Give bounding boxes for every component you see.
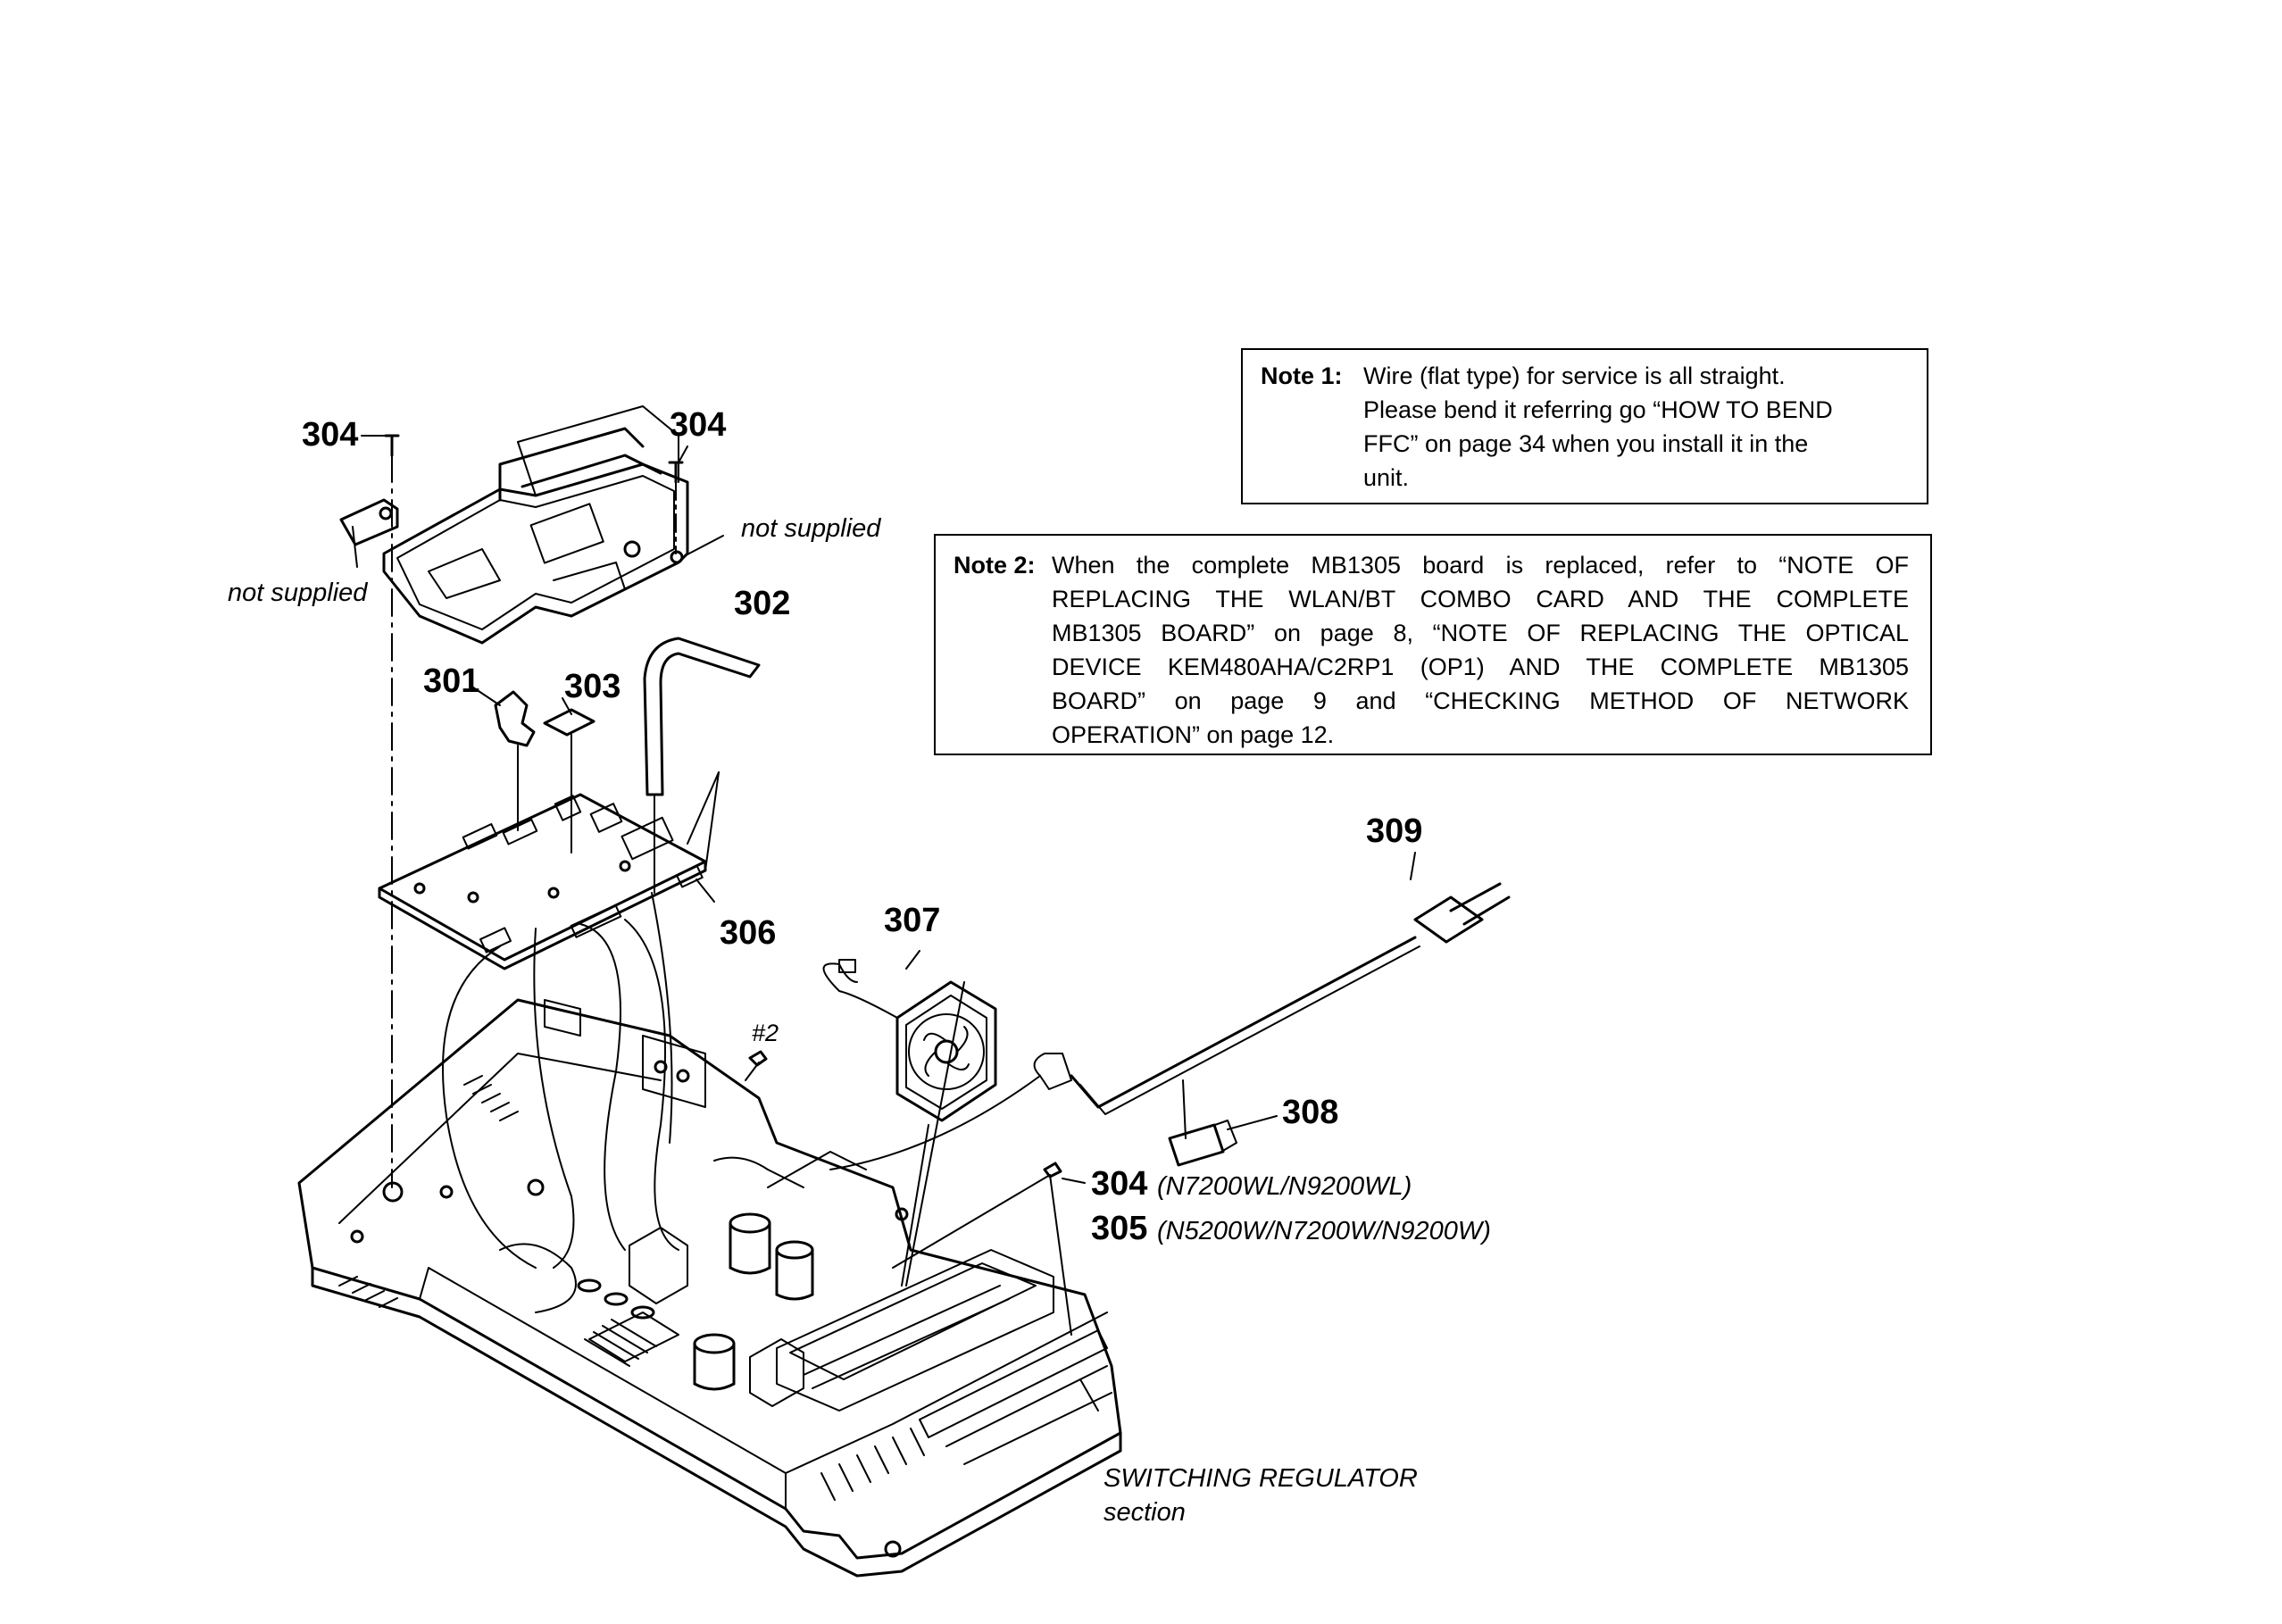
callout-309: 309 bbox=[1366, 812, 1423, 850]
note-2-line: MB1305 BOARD” on page 8, “NOTE OF REPLAC… bbox=[1052, 620, 1909, 646]
callout-305-number: 305 bbox=[1091, 1210, 1148, 1247]
note-2-line: BOARD” on page 9 and “CHECKING METHOD OF… bbox=[1052, 687, 1909, 714]
screw-304-drawings bbox=[384, 434, 684, 1188]
note-2-text: When the complete MB1305 board is replac… bbox=[1052, 548, 1909, 752]
callout-307: 307 bbox=[884, 902, 941, 939]
callout-308: 308 bbox=[1282, 1094, 1339, 1131]
fan-307-drawing bbox=[822, 959, 997, 1287]
callout-304-right: 304 (N7200WL/N9200WL) bbox=[1091, 1165, 1412, 1203]
callout-306: 306 bbox=[720, 914, 777, 952]
note-1-line: Wire (flat type) for service is all stra… bbox=[1363, 362, 1786, 389]
callout-304-left: 304 bbox=[302, 416, 359, 454]
callout-305: 305 (N5200W/N7200W/N9200W) bbox=[1091, 1210, 1491, 1248]
note-2-line: REPLACING THE WLAN/BT COMBO CARD AND THE… bbox=[1052, 586, 1909, 612]
main-chassis-drawing bbox=[297, 892, 1122, 1578]
part-301-303-302-drawings bbox=[494, 637, 761, 894]
screw-304-305-drawing bbox=[892, 1162, 1072, 1336]
label-not-supplied-left: not supplied bbox=[228, 579, 368, 607]
callout-301: 301 bbox=[423, 662, 480, 700]
mb1305-board-drawing bbox=[378, 793, 707, 970]
note-1-box: Note 1: Wire (flat type) for service is … bbox=[1241, 348, 1928, 504]
note-1-text: Wire (flat type) for service is all stra… bbox=[1363, 359, 1833, 495]
note-2-label: Note 2: bbox=[954, 552, 1036, 579]
callout-304-right-number: 304 bbox=[1091, 1165, 1148, 1203]
note-1-label: Note 1: bbox=[1261, 362, 1343, 389]
top-bracket-drawing bbox=[382, 405, 689, 645]
callout-302: 302 bbox=[734, 585, 791, 622]
note-2-box: Note 2: When the complete MB1305 board i… bbox=[934, 534, 1932, 755]
power-cord-309-drawing bbox=[829, 882, 1511, 1170]
note-1-line: unit. bbox=[1363, 464, 1410, 491]
callout-screw-2: #2 bbox=[752, 1020, 779, 1046]
screw-2-drawing bbox=[745, 1050, 768, 1081]
note-1-line: FFC” on page 34 when you install it in t… bbox=[1363, 430, 1809, 457]
label-switching-section: section bbox=[1104, 1498, 1186, 1527]
note-2-line: When the complete MB1305 board is replac… bbox=[1052, 552, 1909, 579]
callout-305-variant: (N5200W/N7200W/N9200W) bbox=[1156, 1217, 1491, 1245]
callout-304-top: 304 bbox=[670, 406, 727, 444]
left-bracket-drawing bbox=[339, 498, 399, 546]
callout-303: 303 bbox=[564, 668, 621, 705]
note-2-line: OPERATION” on page 12. bbox=[1052, 721, 1335, 748]
note-1-line: Please bend it referring go “HOW TO BEND bbox=[1363, 396, 1833, 423]
callout-304-right-variant: (N7200WL/N9200WL) bbox=[1156, 1172, 1412, 1201]
label-switching-regulator: SWITCHING REGULATOR bbox=[1104, 1464, 1418, 1493]
note-2-line: DEVICE KEM480AHA/C2RP1 (OP1) AND THE COM… bbox=[1052, 654, 1909, 680]
leader-lines bbox=[352, 435, 1416, 1412]
label-not-supplied-right: not supplied bbox=[741, 514, 881, 543]
